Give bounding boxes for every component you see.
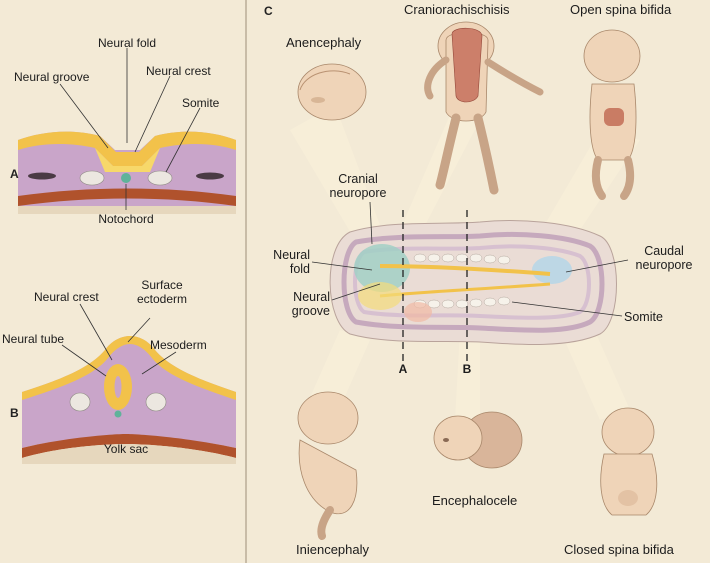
infant-iniencephaly <box>297 391 359 540</box>
label-caudal-neuropore: Caudal neuropore <box>635 244 693 272</box>
infant-anencephaly <box>297 63 367 121</box>
label-cranial-neuropore: Cranial neuropore <box>329 172 387 200</box>
label-c-neural-groove: Neural groove <box>291 290 330 318</box>
leader-b-tube <box>61 344 107 377</box>
panel-a-somite-left <box>79 170 105 186</box>
leader-neural-groove <box>331 283 381 301</box>
panel-b-endoderm <box>22 434 236 458</box>
label-a-neural-groove: Neural groove <box>14 70 90 84</box>
panel-letter-a: A <box>10 167 19 181</box>
panel-a-notochord <box>121 173 131 183</box>
panel-a-vessel-right <box>196 172 224 180</box>
infant-encephalocele <box>433 411 523 469</box>
label-craniorachischisis: Craniorachischisis <box>404 2 510 17</box>
leader-somite-c <box>511 301 623 317</box>
panel-a-vessel-left <box>28 172 56 180</box>
label-c-somite: Somite <box>624 310 663 324</box>
panel-letter-c: C <box>264 4 273 18</box>
label-b-surface-ectoderm: Surface ectoderm <box>136 278 188 306</box>
leader-b-mesoderm <box>141 351 177 375</box>
label-iniencephaly: Iniencephaly <box>296 542 369 557</box>
panel-b-yolk-sac <box>22 444 236 464</box>
panel-a-neural-plate <box>95 148 160 172</box>
panel-a-somite-right <box>147 170 173 186</box>
label-section-b: B <box>462 362 472 376</box>
panel-a-ectoderm <box>18 131 236 166</box>
label-a-neural-crest: Neural crest <box>146 64 211 78</box>
leader-cranial-neuropore <box>369 201 373 245</box>
leader-b-surface <box>127 317 151 343</box>
embryo <box>329 220 617 346</box>
panel-b-section <box>22 303 236 464</box>
label-anencephaly: Anencephaly <box>286 35 362 50</box>
leader-a-somite <box>165 107 201 173</box>
panel-b-neural-canal <box>114 376 122 398</box>
label-b-mesoderm: Mesoderm <box>150 338 207 352</box>
leader-neural-fold <box>311 261 373 271</box>
panel-a-base <box>18 206 236 214</box>
panel-a-section <box>18 48 236 214</box>
infant-craniorachischisis <box>424 21 544 195</box>
label-b-neural-tube: Neural tube <box>2 332 65 346</box>
label-c-neural-fold: Neural fold <box>273 248 310 276</box>
leader-caudal-neuropore <box>565 259 629 273</box>
label-a-notochord: Notochord <box>98 212 154 226</box>
leader-a-crest <box>134 75 171 153</box>
embryo-neural-groove <box>379 264 551 276</box>
label-b-yolk-sac: Yolk sac <box>103 442 149 456</box>
label-open-spina-bifida: Open spina bifida <box>570 2 672 17</box>
leader-a-groove <box>59 83 109 149</box>
leader-b-crest <box>79 303 113 361</box>
embryo-pink-patch <box>404 302 432 322</box>
embryo-fold-band-2 <box>353 244 591 320</box>
embryo-somite-row-top <box>413 253 511 265</box>
embryo-yellow-patch <box>358 282 402 310</box>
panel-b-somite-right <box>145 392 167 412</box>
panel-letter-b: B <box>10 406 19 420</box>
label-closed-spina-bifida: Closed spina bifida <box>564 542 674 557</box>
infant-closed-spina-bifida <box>600 407 658 516</box>
label-a-neural-fold: Neural fold <box>97 36 157 50</box>
label-encephalocele: Encephalocele <box>432 493 518 508</box>
embryo-caudal-region <box>532 256 572 284</box>
embryo-fold-band-1 <box>341 231 605 333</box>
label-b-neural-crest: Neural crest <box>34 290 99 304</box>
panel-a-endoderm <box>18 188 236 206</box>
infant-open-spina-bifida <box>583 29 641 200</box>
panel-b-somite-left <box>69 392 91 412</box>
label-section-a: A <box>398 362 408 376</box>
panel-b-notochord <box>114 410 122 418</box>
label-a-somite: Somite <box>182 96 220 110</box>
